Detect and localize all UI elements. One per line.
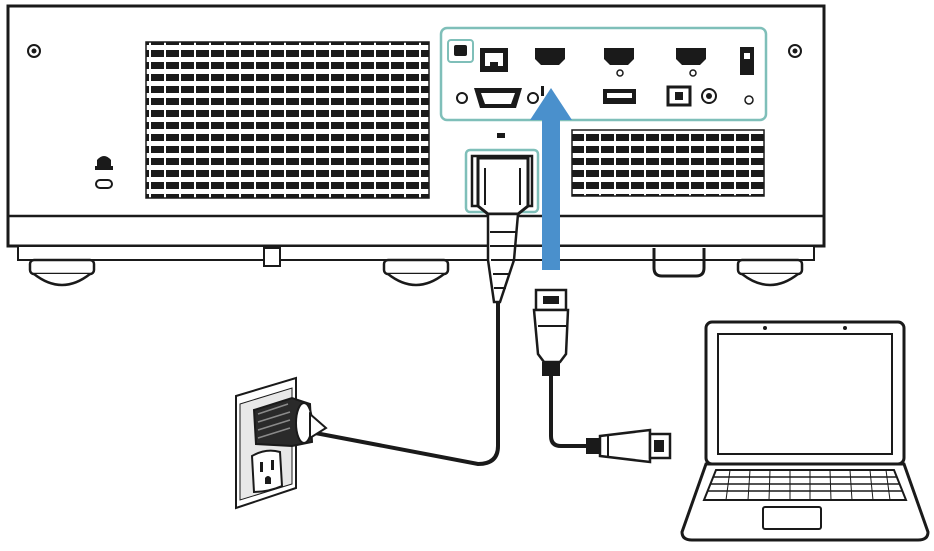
laptop-icon bbox=[680, 320, 930, 542]
laptop-keyboard bbox=[702, 469, 908, 501]
screw-icon bbox=[788, 44, 802, 58]
power-cord bbox=[309, 156, 530, 467]
hdmi-connector-top bbox=[532, 288, 570, 376]
lan-port-icon bbox=[480, 48, 508, 72]
audio-jack-icon bbox=[701, 88, 717, 104]
screw-icon bbox=[27, 44, 41, 58]
hdmi-cable-wire bbox=[549, 376, 594, 448]
vga-port-icon bbox=[456, 88, 539, 108]
kensington-lock-icon bbox=[95, 156, 113, 189]
vent-grille-left bbox=[145, 41, 430, 199]
hdmi-cable bbox=[532, 288, 672, 464]
projector-foot bbox=[736, 258, 804, 287]
trigger-port-icon bbox=[740, 47, 754, 105]
wall-outlet-icon bbox=[235, 376, 328, 510]
projector-foot bbox=[382, 258, 450, 287]
projector-base bbox=[17, 245, 815, 261]
hdmi-connector-laptop bbox=[586, 428, 672, 464]
hdmi-port-icon bbox=[604, 48, 634, 77]
hdmi-port-icon bbox=[676, 48, 706, 77]
ir-receiver-icon bbox=[454, 45, 467, 56]
projector-foot bbox=[28, 258, 96, 287]
optical-port-icon bbox=[666, 85, 692, 107]
laptop-touchpad bbox=[762, 506, 822, 530]
hdmi-port-icon bbox=[535, 48, 565, 65]
projector bbox=[6, 4, 826, 287]
laptop-screen bbox=[717, 333, 893, 455]
arrow-up-icon bbox=[530, 88, 572, 270]
carry-handle bbox=[263, 247, 706, 278]
usb-port-icon bbox=[603, 89, 636, 104]
port-label-mark bbox=[541, 86, 544, 96]
vent-grille-right bbox=[571, 129, 765, 197]
power-cable bbox=[309, 302, 500, 467]
